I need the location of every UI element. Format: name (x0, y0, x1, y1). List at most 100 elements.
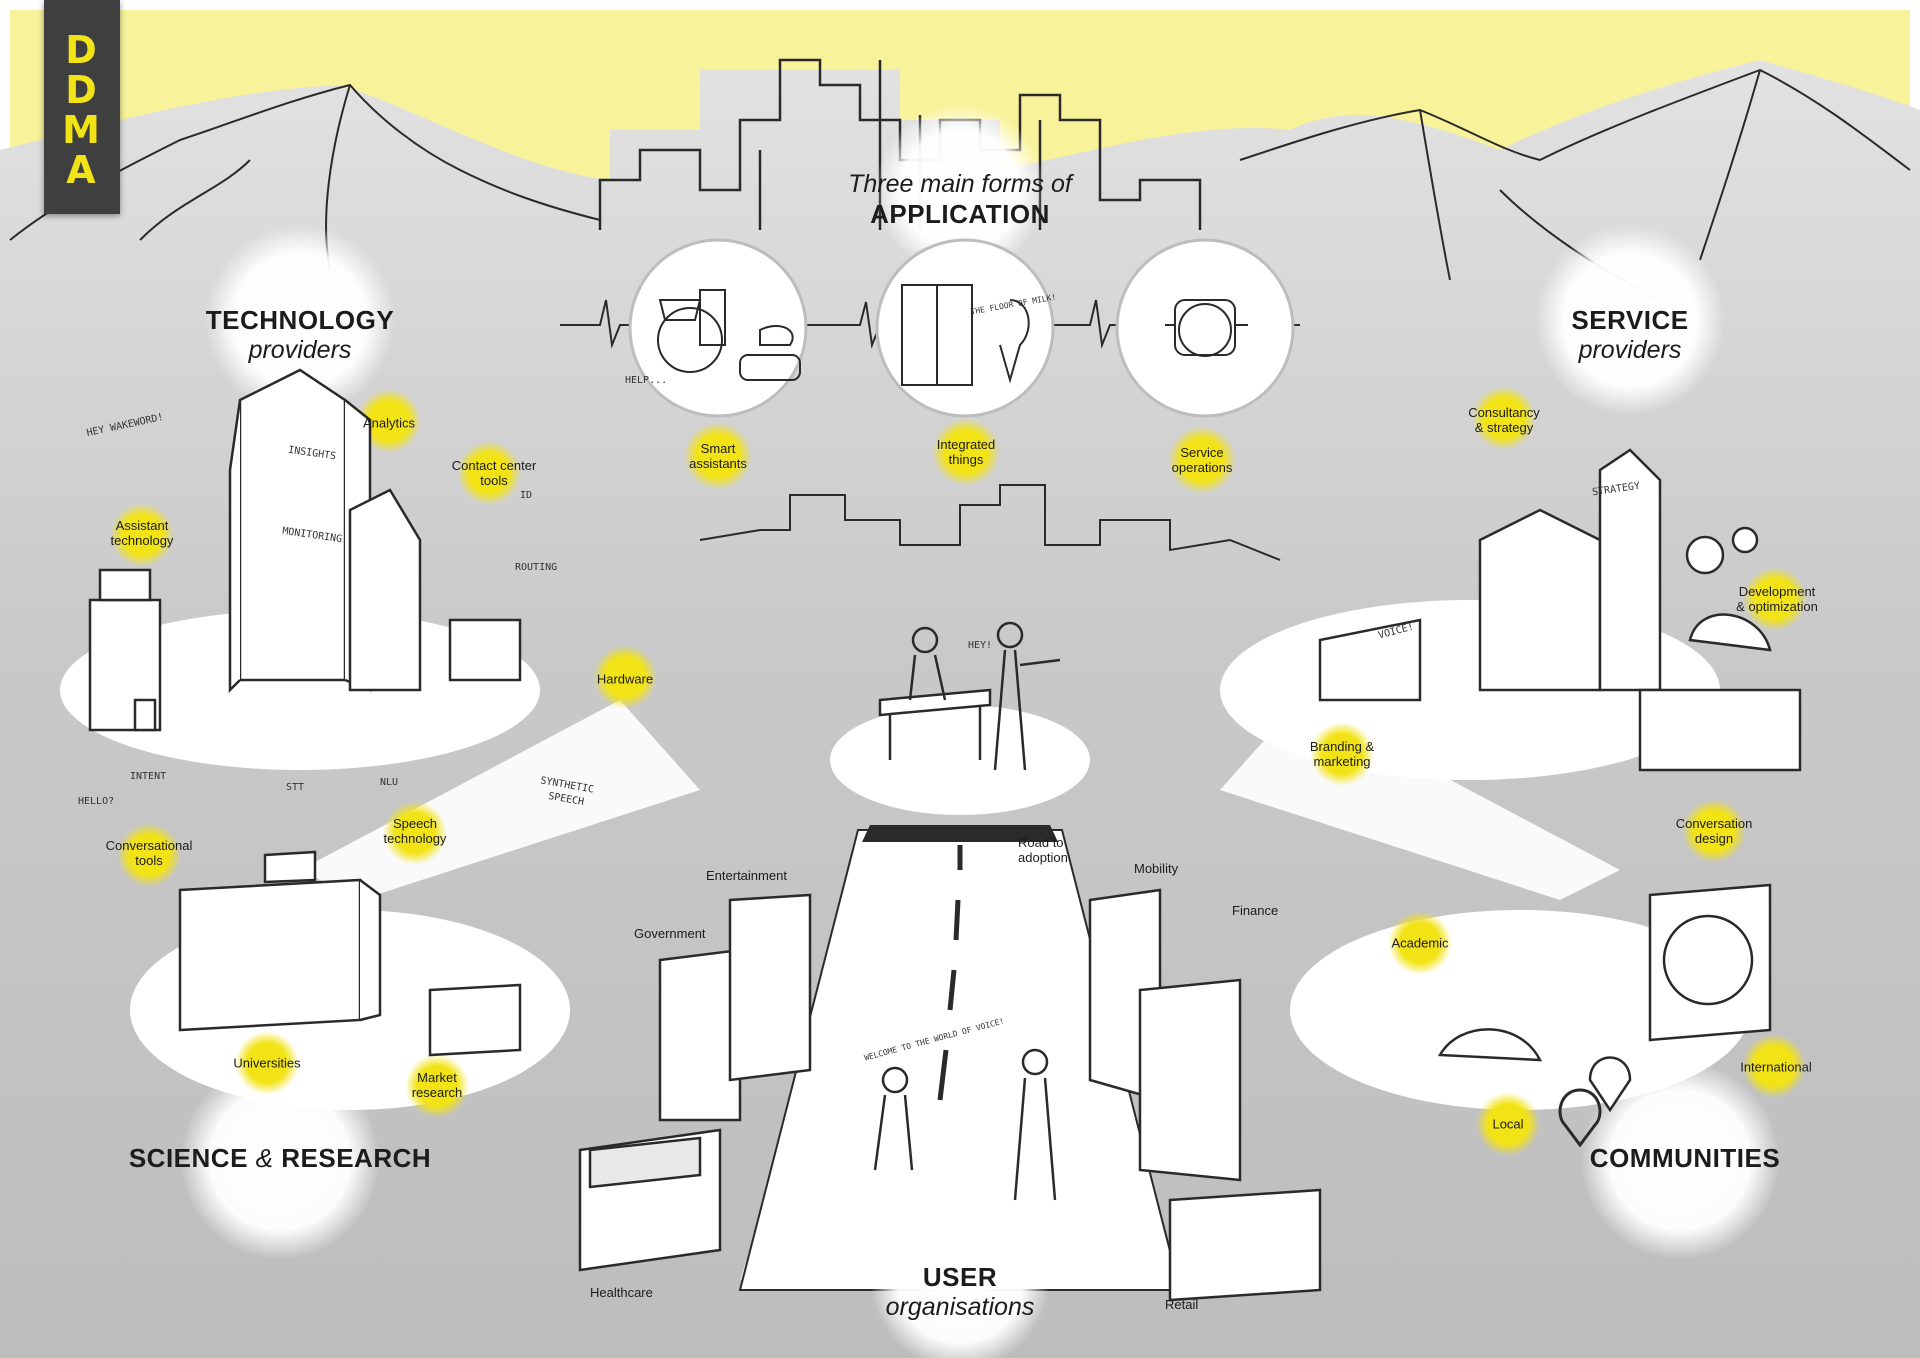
tag-contact-center-tools: Contact center tools (452, 458, 537, 488)
tag-line: & strategy (1474, 420, 1534, 435)
tag-conversational-tools: Conversational tools (106, 838, 193, 868)
road-label-line: adoption (1018, 850, 1068, 865)
central-skyline (699, 484, 1281, 561)
tag-line: Market (417, 1070, 457, 1085)
tag-international: International (1740, 1060, 1812, 1075)
tag-universities: Universities (233, 1056, 300, 1071)
central-meeting (878, 621, 1061, 771)
tag-line: Development (1738, 584, 1816, 599)
tag-line: Consultancy (1468, 405, 1540, 420)
tag-line: Academic (1391, 935, 1449, 951)
application-prefix: Three main forms of (848, 170, 1072, 198)
tag-academic: Academic (1391, 936, 1448, 951)
tag-line: International (1740, 1059, 1812, 1075)
tag-line: Local (1492, 1116, 1524, 1132)
tag-line: research (411, 1085, 463, 1100)
tag-line: Smart (700, 441, 736, 456)
tag-line: Analytics (362, 415, 416, 431)
logo-letter-2: D (65, 68, 99, 112)
tag-line: Service (1180, 445, 1224, 460)
label-road-to-adoption: Road to adoption (1018, 835, 1068, 865)
logo-letter-3: M (62, 108, 102, 152)
tag-consultancy-strategy: Consultancy & strategy (1468, 405, 1540, 435)
scribble-intent: INTENT (130, 771, 167, 782)
road-figures (873, 1048, 1057, 1201)
label-government: Government (634, 926, 706, 941)
tag-smart-assistants: Smart assistants (689, 441, 747, 471)
tag-line: design (1694, 831, 1734, 846)
tag-line: operations (1171, 460, 1233, 475)
tag-line: technology (383, 831, 447, 846)
tag-line: Contact center (451, 458, 537, 473)
tag-line: technology (110, 533, 174, 548)
technology-buildings (88, 368, 522, 732)
service-subtitle: providers (1578, 336, 1682, 364)
application-bubbles (628, 238, 1295, 418)
road-label-line: Road to (1018, 835, 1064, 850)
tag-line: assistants (689, 456, 747, 471)
label-healthcare: Healthcare (590, 1285, 653, 1300)
logo-letter-1: D (65, 28, 99, 72)
tag-line: & optimization (1736, 599, 1818, 614)
tag-hardware: Hardware (597, 672, 653, 687)
tag-analytics: Analytics (363, 416, 415, 431)
logo-letter-4: A (66, 148, 98, 192)
tag-speech-technology: Speech technology (384, 816, 447, 846)
scribble-hello: HELLO? (78, 796, 115, 807)
tag-line: things (948, 452, 984, 467)
users-hub-title: USER organisations (840, 1262, 1080, 1322)
scribble-nlu: NLU (380, 777, 399, 788)
users-title: USER (922, 1262, 998, 1292)
technology-hub-title: TECHNOLOGY providers (170, 305, 430, 365)
tag-service-operations: Service operations (1172, 445, 1233, 475)
tag-line: Conversation (1675, 816, 1753, 831)
application-sketches (657, 284, 1248, 386)
tag-branding-marketing: Branding & marketing (1310, 739, 1374, 769)
science-hub-title: SCIENCE & RESEARCH (110, 1143, 450, 1174)
label-mobility: Mobility (1134, 861, 1179, 876)
users-subtitle: organisations (885, 1293, 1035, 1321)
scribble-hey: HEY! (968, 640, 993, 651)
scribble-id: ID (520, 490, 533, 501)
location-pin (1558, 1088, 1602, 1148)
tag-line: Assistant (115, 518, 169, 533)
tag-line: tools (135, 853, 163, 868)
tag-line: marketing (1313, 754, 1371, 769)
community-sketches (1437, 883, 1772, 1113)
service-title: SERVICE (1571, 305, 1689, 335)
yellow-highlights (110, 386, 1807, 1156)
technology-title: TECHNOLOGY (205, 305, 395, 335)
service-hub-title: SERVICE providers (1500, 305, 1760, 365)
tag-line: Conversational (105, 838, 193, 853)
hub-glows (180, 105, 1780, 1358)
ddma-logo: D D M A (44, 0, 120, 214)
tag-market-research: Market research (412, 1070, 463, 1100)
label-retail: Retail (1165, 1297, 1199, 1312)
tag-line: Speech (392, 816, 438, 831)
technology-subtitle: providers (248, 336, 352, 364)
service-buildings (1318, 448, 1802, 772)
tag-line: Hardware (596, 671, 654, 687)
tag-conversation-design: Conversation design (1676, 816, 1753, 846)
scribble-routing: ROUTING (515, 562, 558, 573)
label-finance: Finance (1232, 903, 1279, 918)
science-part1: SCIENCE (128, 1143, 248, 1173)
scribble-help: HELP... (625, 375, 668, 386)
communities-hub-title: COMMUNITIES (1540, 1143, 1830, 1174)
user-buildings (578, 888, 1322, 1302)
label-entertainment: Entertainment (706, 868, 787, 883)
tag-local: Local (1492, 1117, 1523, 1132)
pulse-line (560, 299, 1300, 349)
science-buildings (178, 850, 522, 1057)
tag-development-optimization: Development & optimization (1736, 584, 1818, 614)
science-part2: RESEARCH (281, 1143, 432, 1173)
tag-line: Universities (233, 1055, 301, 1071)
application-hub-title: Three main forms of APPLICATION (810, 170, 1110, 230)
communities-title: COMMUNITIES (1589, 1143, 1781, 1173)
application-title: APPLICATION (870, 199, 1050, 229)
tag-assistant-technology: Assistant technology (111, 518, 174, 548)
tag-line: Branding & (1309, 739, 1375, 754)
tag-line: Integrated (936, 437, 996, 452)
